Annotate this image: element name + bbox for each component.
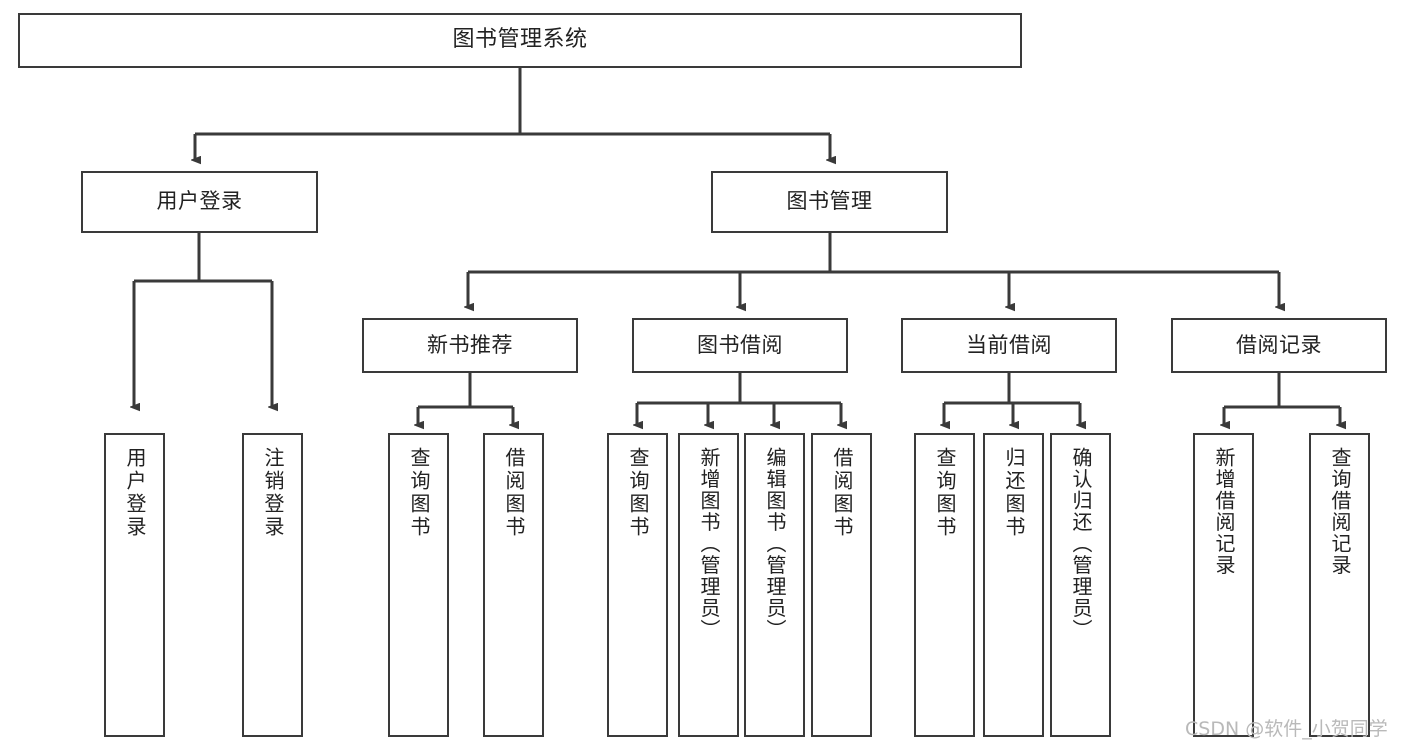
node-new-book-recommend[interactable]: 新书推荐 <box>362 318 578 373</box>
node-label: 查询图书 <box>626 447 650 539</box>
node-label: 当前借阅 <box>966 332 1052 357</box>
node-label: 确认归还（管理员） <box>1069 447 1093 641</box>
node-book-manage[interactable]: 图书管理 <box>711 171 948 233</box>
node-label: 图书管理系统 <box>452 27 588 53</box>
node-root-system[interactable]: 图书管理系统 <box>18 13 1022 68</box>
node-label: 借阅记录 <box>1236 332 1322 357</box>
node-label: 新增图书（管理员） <box>697 447 721 641</box>
node-label: 用户登录 <box>156 189 243 214</box>
node-label: 编辑图书（管理员） <box>763 447 787 641</box>
node-leaf-add-borrow-record[interactable]: 新增借阅记录 <box>1193 433 1254 737</box>
csdn-watermark: CSDN @软件_小贺同学 <box>1185 718 1388 740</box>
node-leaf-logout[interactable]: 注销登录 <box>242 433 303 737</box>
node-leaf-return-book[interactable]: 归还图书 <box>983 433 1044 737</box>
node-leaf-query-borrow-record[interactable]: 查询借阅记录 <box>1309 433 1370 737</box>
node-label: 新书推荐 <box>427 332 513 357</box>
node-label: 图书借阅 <box>697 332 783 357</box>
node-leaf-borrow-book-recommend[interactable]: 借阅图书 <box>483 433 544 737</box>
node-label: 查询借阅记录 <box>1328 447 1352 576</box>
node-label: 查询图书 <box>407 447 431 539</box>
node-book-borrow[interactable]: 图书借阅 <box>632 318 848 373</box>
node-user-login[interactable]: 用户登录 <box>81 171 318 233</box>
node-borrow-record[interactable]: 借阅记录 <box>1171 318 1387 373</box>
node-current-borrow[interactable]: 当前借阅 <box>901 318 1117 373</box>
node-label: 用户登录 <box>123 447 147 539</box>
node-label: 注销登录 <box>261 447 285 539</box>
node-leaf-add-book-admin[interactable]: 新增图书（管理员） <box>678 433 739 737</box>
node-leaf-confirm-return-admin[interactable]: 确认归还（管理员） <box>1050 433 1111 737</box>
node-leaf-query-book-recommend[interactable]: 查询图书 <box>388 433 449 737</box>
node-leaf-edit-book-admin[interactable]: 编辑图书（管理员） <box>744 433 805 737</box>
node-label: 借阅图书 <box>502 447 526 539</box>
node-label: 归还图书 <box>1002 447 1026 539</box>
node-label: 借阅图书 <box>830 447 854 539</box>
node-leaf-query-book-borrow[interactable]: 查询图书 <box>607 433 668 737</box>
node-label: 新增借阅记录 <box>1212 447 1236 576</box>
node-leaf-user-login[interactable]: 用户登录 <box>104 433 165 737</box>
node-leaf-borrow-book[interactable]: 借阅图书 <box>811 433 872 737</box>
node-label: 查询图书 <box>933 447 957 539</box>
node-label: 图书管理 <box>786 189 873 214</box>
node-leaf-query-book-current[interactable]: 查询图书 <box>914 433 975 737</box>
